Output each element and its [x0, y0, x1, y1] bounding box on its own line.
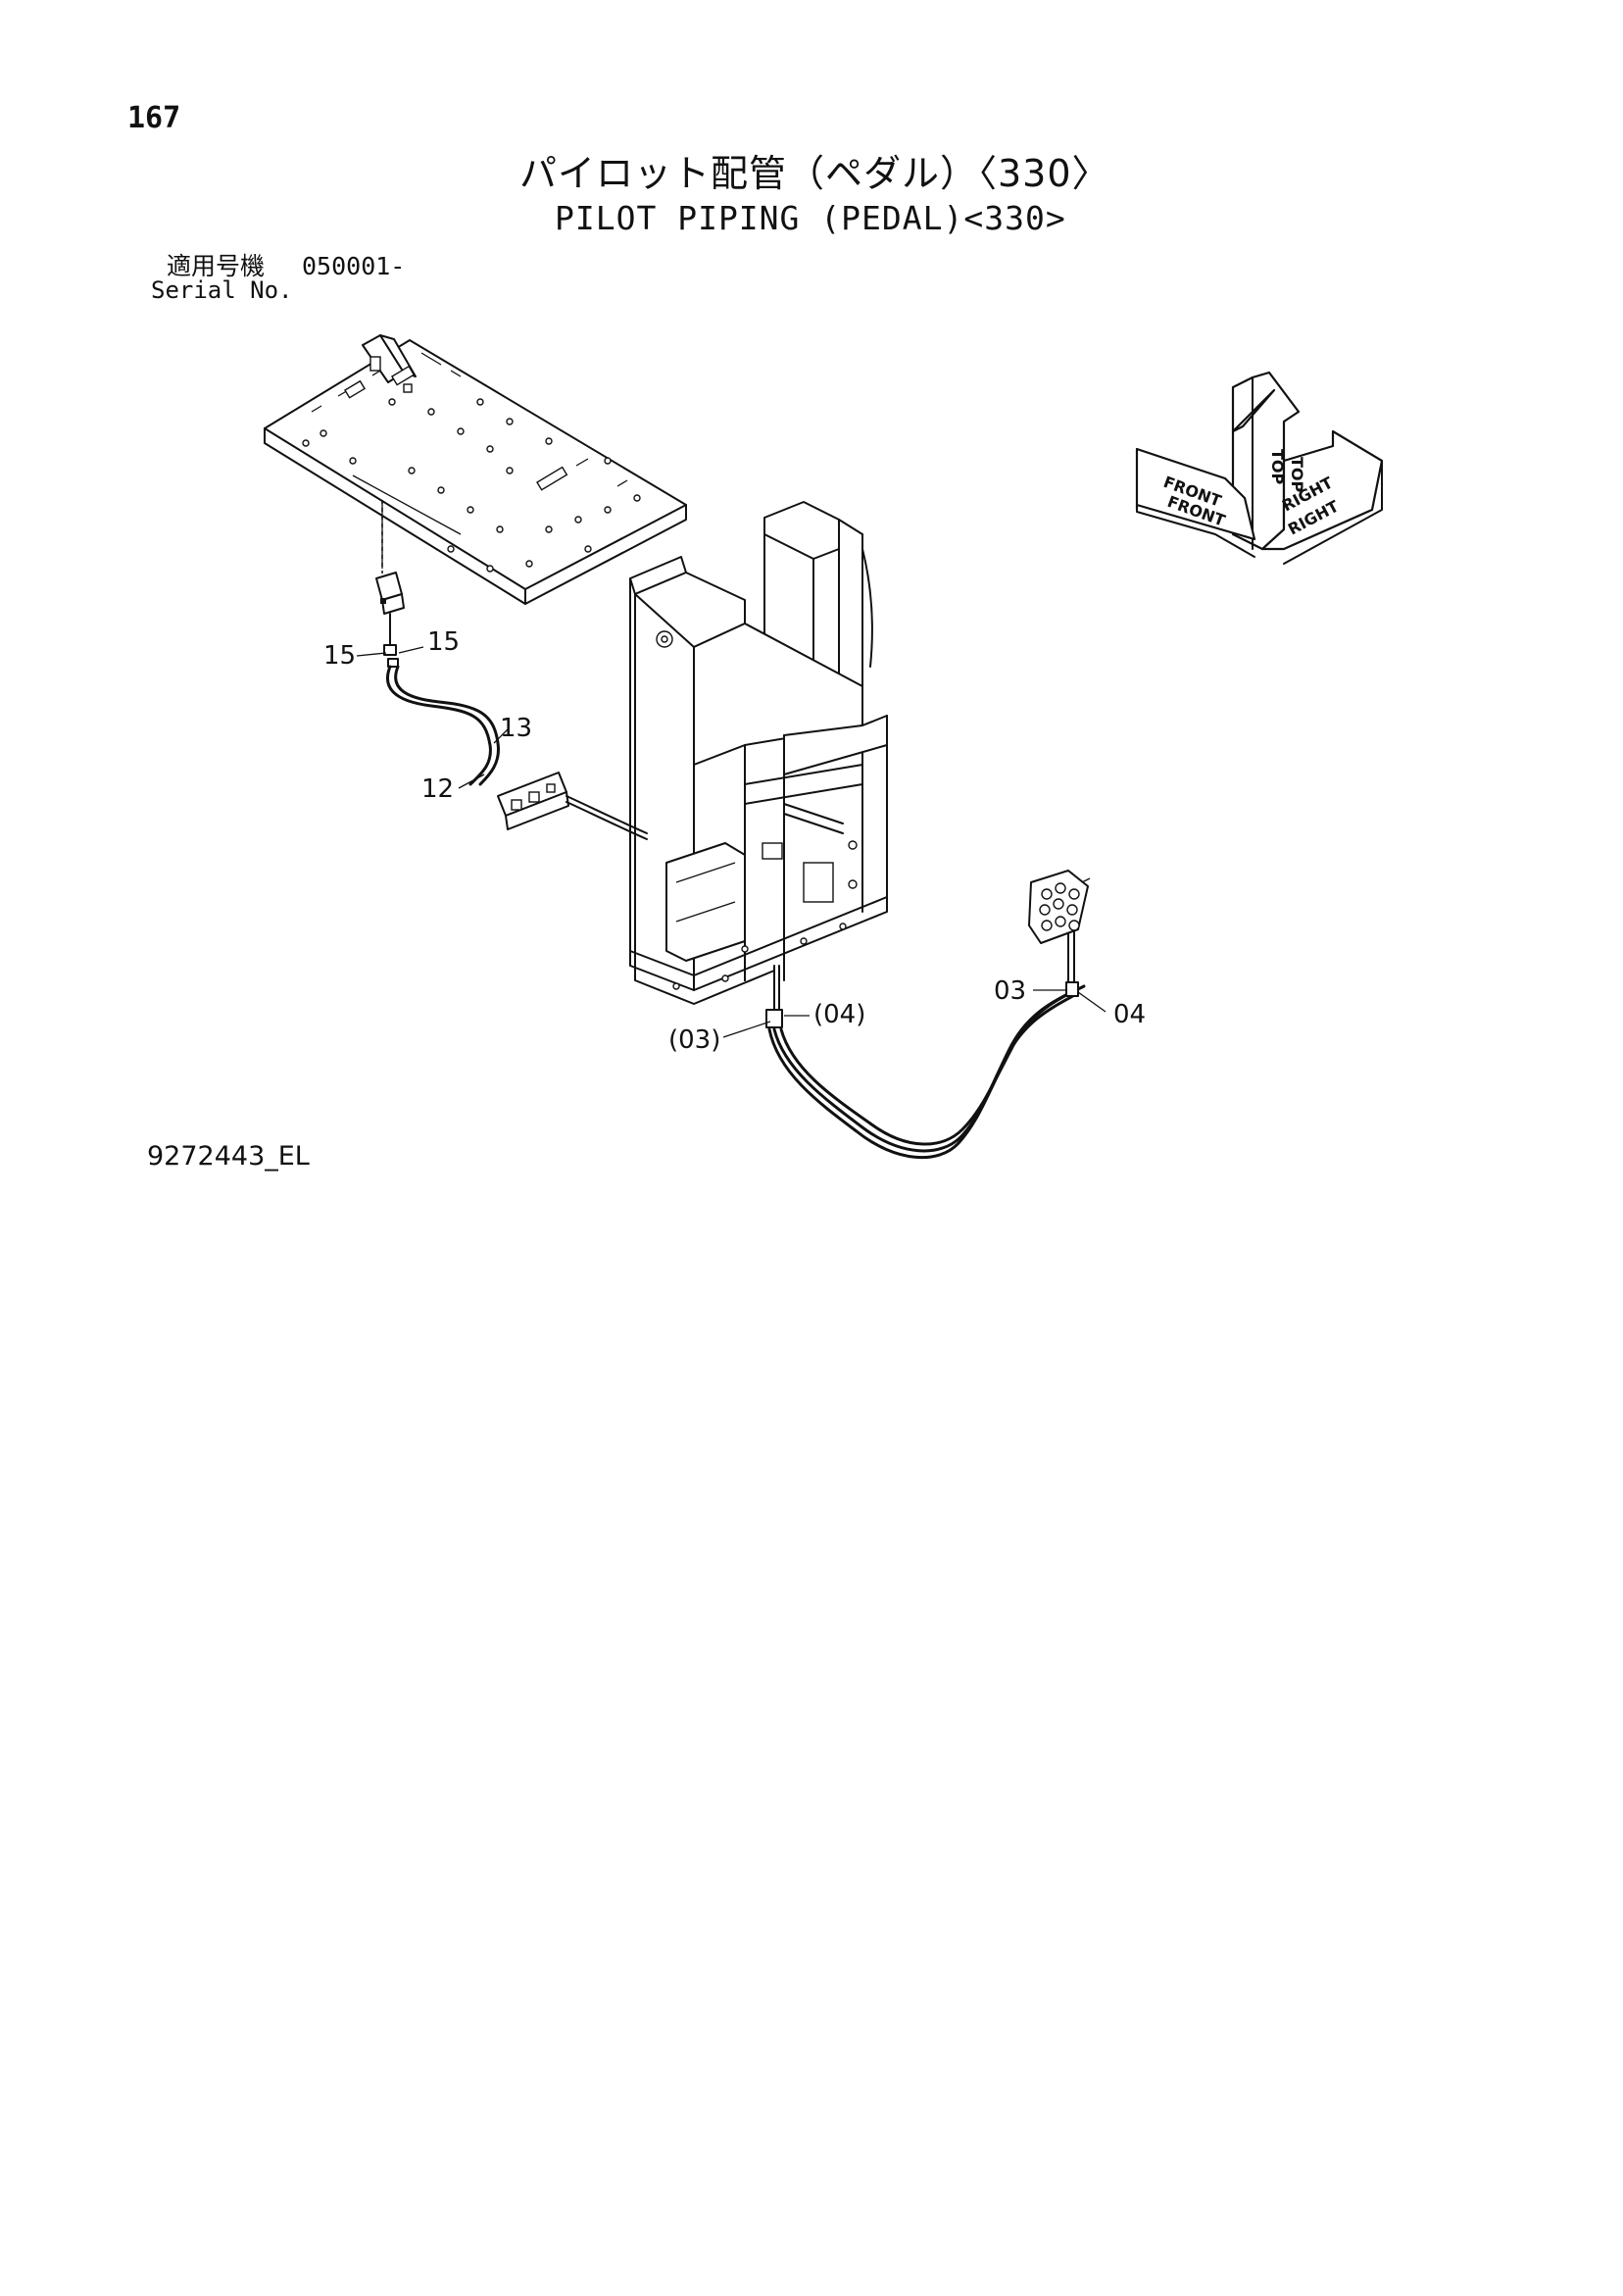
- pilot-hoses-lower: [765, 930, 1086, 1160]
- orientation-label-top: TOP TOP: [1268, 449, 1306, 493]
- junction-block: [497, 772, 648, 840]
- serial-label-japanese: 適用号機: [167, 252, 266, 280]
- foot-pedal-valve: [1028, 870, 1091, 944]
- callout-03-parenthesized: (03): [668, 1025, 721, 1055]
- pedal-valve: [375, 572, 405, 668]
- svg-text:TOP: TOP: [1268, 449, 1287, 485]
- callout-leaders: [356, 646, 1107, 1038]
- callout-15-right: 15: [427, 627, 461, 657]
- orientation-indicator: TOP TOP FRONT FRONT RIGHT RIGHT: [1135, 371, 1384, 565]
- callout-03: 03: [994, 976, 1027, 1006]
- page-title-japanese: パイロット配管（ペダル）〈330〉: [519, 152, 1110, 195]
- serial-label-english: Serial No.: [151, 276, 293, 304]
- floor-plate: [264, 334, 687, 605]
- cab-frame: [629, 501, 888, 1005]
- drawing-id: 9272443_EL: [147, 1141, 310, 1172]
- callout-04-parenthesized: (04): [813, 1000, 866, 1029]
- callout-15-left: 15: [323, 641, 357, 671]
- callout-13: 13: [500, 714, 533, 743]
- pilot-hoses-upper: [385, 665, 500, 786]
- page-number: 167: [127, 101, 181, 135]
- page-title-english: PILOT PIPING (PEDAL)<330>: [555, 199, 1066, 237]
- svg-text:TOP: TOP: [1288, 457, 1306, 493]
- callout-04: 04: [1113, 1000, 1147, 1029]
- serial-range: 050001-: [302, 252, 406, 280]
- callout-12: 12: [421, 774, 455, 804]
